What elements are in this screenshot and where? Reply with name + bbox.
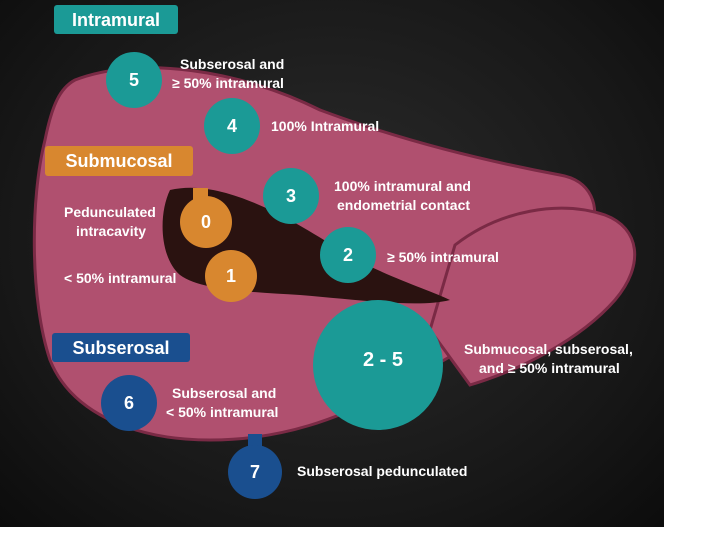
type-7-number: 7 bbox=[250, 462, 260, 482]
type-2-5-label-line2: and ≥ 50% intramural bbox=[479, 360, 620, 376]
type-2-label: ≥ 50% intramural bbox=[387, 249, 499, 265]
type-4-label: 100% Intramural bbox=[271, 118, 379, 134]
type-6-fibroid: 6 bbox=[101, 375, 157, 431]
type-2-number: 2 bbox=[343, 245, 353, 265]
subserosal-header-label: Subserosal bbox=[72, 338, 169, 358]
submucosal-header: Submucosal bbox=[45, 146, 193, 176]
type-0-fibroid: 0 bbox=[180, 196, 232, 248]
type-1-fibroid: 1 bbox=[205, 250, 257, 302]
intramural-header: Intramural bbox=[54, 5, 178, 34]
type-4-fibroid: 4 bbox=[204, 98, 260, 154]
type-4-number: 4 bbox=[227, 116, 237, 136]
type-2-5-fibroid: 2 - 5 bbox=[313, 300, 443, 430]
type-1-label: < 50% intramural bbox=[64, 270, 176, 286]
type-6-label-line1: Subserosal and bbox=[172, 385, 276, 401]
fibroid-classification-diagram: Intramural Submucosal Subserosal 5 4 3 2… bbox=[32, 5, 637, 499]
type-0-label-line2: intracavity bbox=[76, 223, 146, 239]
type-6-number: 6 bbox=[124, 393, 134, 413]
diagram-panel: Intramural Submucosal Subserosal 5 4 3 2… bbox=[0, 0, 664, 527]
type-5-label-line2: ≥ 50% intramural bbox=[172, 75, 284, 91]
type-6-label-line2: < 50% intramural bbox=[166, 404, 278, 420]
type-7-fibroid: 7 bbox=[228, 445, 282, 499]
type-5-number: 5 bbox=[129, 70, 139, 90]
type-0-number: 0 bbox=[201, 212, 211, 232]
type-3-label-line1: 100% intramural and bbox=[334, 178, 471, 194]
type-2-5-number: 2 - 5 bbox=[363, 349, 403, 371]
type-7-label: Subserosal pedunculated bbox=[297, 463, 467, 479]
type-3-number: 3 bbox=[286, 186, 296, 206]
type-2-fibroid: 2 bbox=[320, 227, 376, 283]
subserosal-header: Subserosal bbox=[52, 333, 190, 362]
type-5-label-line1: Subserosal and bbox=[180, 56, 284, 72]
uterus-horn bbox=[428, 206, 637, 387]
type-3-fibroid: 3 bbox=[263, 168, 319, 224]
type-0-label-line1: Pedunculated bbox=[64, 204, 156, 220]
intramural-header-label: Intramural bbox=[72, 10, 160, 30]
type-3-label-line2: endometrial contact bbox=[337, 197, 470, 213]
type-1-number: 1 bbox=[226, 266, 236, 286]
submucosal-header-label: Submucosal bbox=[65, 151, 172, 171]
type-5-fibroid: 5 bbox=[106, 52, 162, 108]
type-2-5-label-line1: Submucosal, subserosal, bbox=[464, 341, 633, 357]
